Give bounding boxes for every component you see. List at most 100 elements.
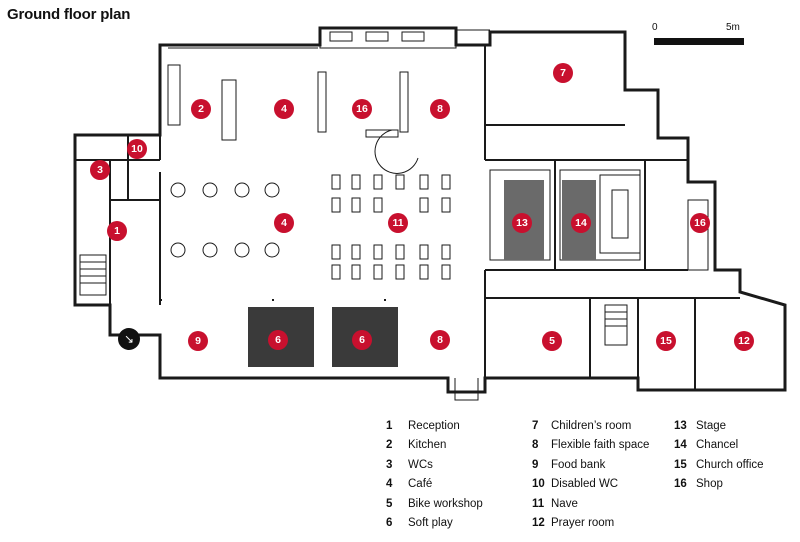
legend-label: Flexible faith space — [551, 439, 650, 452]
room-marker-number: 13 — [516, 217, 528, 229]
legend-label: Reception — [408, 419, 460, 432]
room-marker-circle — [512, 213, 532, 233]
room-marker-6: 6 — [268, 330, 288, 350]
legend-label: Soft play — [408, 517, 453, 530]
room-marker-circle — [656, 331, 676, 351]
room-marker-number: 10 — [131, 143, 143, 155]
scale-end-label: 5m — [726, 22, 740, 33]
legend-number: 8 — [532, 439, 539, 452]
legend-label: Disabled WC — [551, 478, 619, 491]
legend-label: Café — [408, 478, 433, 491]
room-marker-circle — [734, 331, 754, 351]
room-marker-12: 12 — [734, 331, 754, 351]
legend-number: 4 — [386, 478, 393, 491]
room-marker-11: 11 — [388, 213, 408, 233]
room-marker-number: 11 — [392, 217, 403, 229]
room-marker-8: 8 — [430, 99, 450, 119]
room-marker-number: 7 — [560, 67, 566, 79]
room-marker-5: 5 — [542, 331, 562, 351]
legend-number: 6 — [386, 517, 393, 530]
room-marker-circle — [188, 331, 208, 351]
plan-title: Ground floor plan — [7, 6, 131, 23]
room-marker-circle — [191, 99, 211, 119]
room-marker-circle — [268, 330, 288, 350]
legend-item: 4 Café — [386, 475, 483, 495]
legend-number: 13 — [674, 419, 687, 432]
room-marker-number: 16 — [356, 103, 368, 115]
legend-item: 1 Reception — [386, 416, 483, 436]
nave-seating — [331, 174, 451, 280]
room-marker-number: 9 — [195, 335, 201, 347]
room-marker-circle — [352, 330, 372, 350]
legend-item: 2 Kitchen — [386, 436, 483, 456]
room-marker-6: 6 — [352, 330, 372, 350]
scale-bar — [654, 38, 744, 45]
svg-text:↘: ↘ — [124, 332, 134, 346]
room-marker-number: 14 — [575, 217, 587, 229]
room-marker-circle — [430, 99, 450, 119]
room-marker-15: 15 — [656, 331, 676, 351]
north-arrow-icon: ↘ — [118, 328, 140, 350]
legend-number: 14 — [674, 439, 687, 452]
legend-label: Church office — [696, 458, 764, 471]
room-marker-number: 6 — [275, 334, 281, 346]
legend-label: Bike workshop — [408, 497, 483, 510]
room-marker-2: 2 — [191, 99, 211, 119]
legend-number: 2 — [386, 439, 393, 452]
room-marker-circle — [388, 213, 408, 233]
legend-item: 13 Stage — [674, 416, 764, 436]
room-marker-circle — [542, 331, 562, 351]
legend-label: Food bank — [551, 458, 606, 471]
room-marker-9: 9 — [188, 331, 208, 351]
room-marker-3: 3 — [90, 160, 110, 180]
room-marker-circle — [690, 213, 710, 233]
legend-label: Kitchen — [408, 439, 447, 452]
legend-item: 11 Nave — [532, 494, 649, 514]
room-marker-8: 8 — [430, 330, 450, 350]
room-marker-number: 15 — [660, 335, 672, 347]
room-marker-number: 3 — [97, 164, 103, 176]
cafe-tables — [170, 182, 280, 258]
room-marker-14: 14 — [571, 213, 591, 233]
room-marker-1: 1 — [107, 221, 127, 241]
room-marker-circle — [352, 99, 372, 119]
legend-number: 9 — [532, 458, 539, 471]
room-marker-number: 8 — [437, 103, 443, 115]
legend-number: 3 — [386, 458, 393, 471]
legend-number: 11 — [532, 497, 545, 510]
room-marker-circle — [430, 330, 450, 350]
legend-item: 8 Flexible faith space — [532, 436, 649, 456]
legend-number: 7 — [532, 419, 539, 432]
legend-item: 9 Food bank — [532, 455, 649, 475]
legend-number: 15 — [674, 458, 687, 471]
room-marker-7: 7 — [553, 63, 573, 83]
room-marker-number: 4 — [281, 217, 287, 229]
legend-number: 1 — [386, 419, 393, 432]
room-marker-16: 16 — [690, 213, 710, 233]
room-marker-circle — [274, 99, 294, 119]
room-marker-number: 4 — [281, 103, 287, 115]
room-marker-number: 8 — [437, 334, 443, 346]
room-marker-16: 16 — [352, 99, 372, 119]
legend-label: Nave — [551, 497, 578, 510]
room-marker-13: 13 — [512, 213, 532, 233]
legend-label: Shop — [696, 478, 723, 491]
room-marker-4: 4 — [274, 213, 294, 233]
room-marker-4: 4 — [274, 99, 294, 119]
interior-walls — [75, 45, 740, 390]
legend-label: Stage — [696, 419, 727, 432]
room-marker-number: 2 — [198, 103, 204, 115]
room-marker-10: 10 — [127, 139, 147, 159]
legend-number: 16 — [674, 478, 687, 491]
room-marker-number: 5 — [549, 335, 555, 347]
room-marker-circle — [571, 213, 591, 233]
room-marker-circle — [127, 139, 147, 159]
